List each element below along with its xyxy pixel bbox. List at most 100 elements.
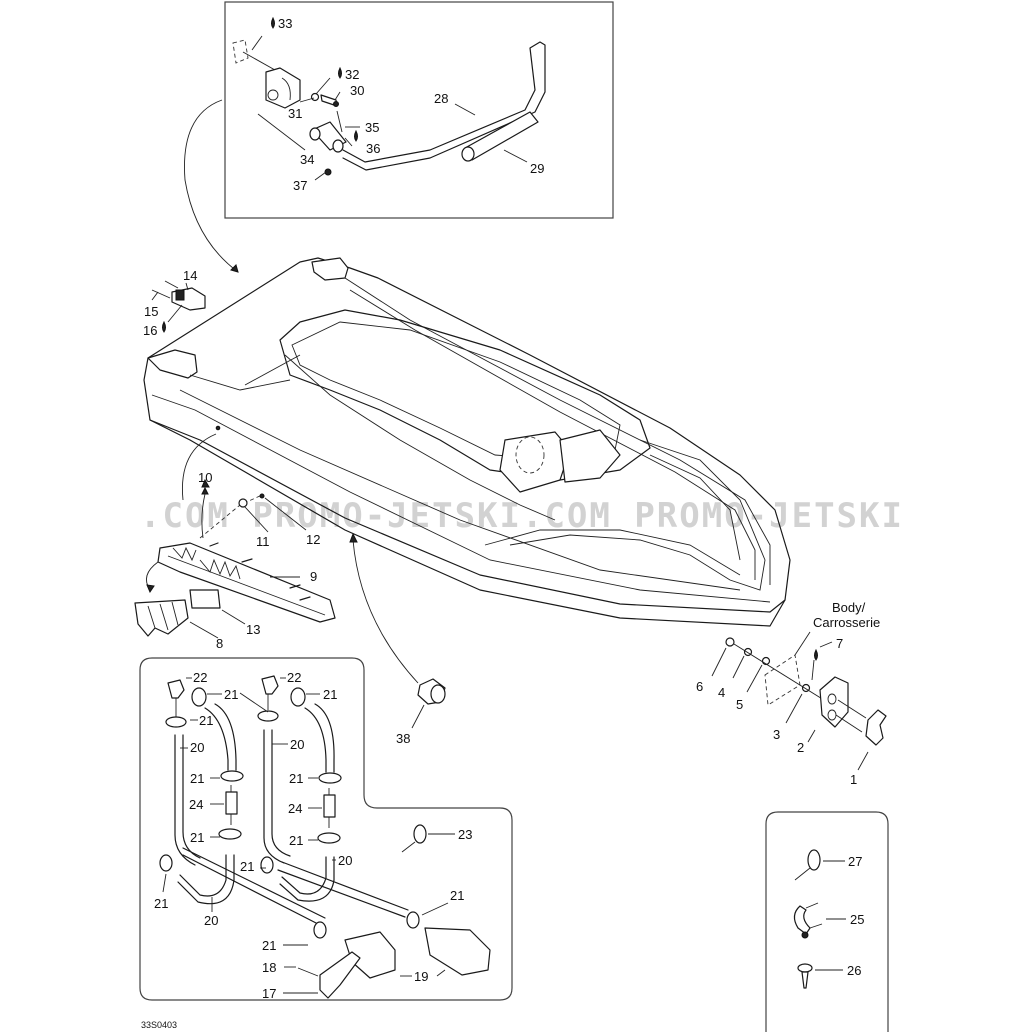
callout-12: 12 [306, 532, 320, 547]
bracket-hole [267, 89, 279, 101]
callout-21: 21 [199, 713, 213, 728]
callout-18: 18 [262, 960, 276, 975]
callout-20: 20 [338, 853, 352, 868]
leader-6 [711, 647, 727, 677]
clamp-21 [159, 854, 173, 872]
callout-7: 7 [836, 636, 843, 651]
clamp-21 [191, 687, 207, 707]
handle-base-2 [819, 676, 849, 728]
washer-11 [238, 498, 248, 508]
clamp-21 [165, 716, 187, 728]
leader-7 [819, 641, 833, 648]
leader-4 [732, 655, 745, 679]
nose-panel [509, 439, 766, 591]
drop-icon [201, 486, 209, 495]
vent [199, 558, 241, 580]
callout-25: 25 [850, 912, 864, 927]
leader-11 [244, 506, 269, 533]
clamp-21 [317, 832, 341, 844]
leader-37 [314, 171, 327, 181]
footwell-line [244, 354, 301, 386]
arrow-curve [181, 433, 217, 501]
body-label-line2: Carrosserie [813, 615, 880, 630]
arrow-icon [230, 264, 239, 273]
callout-13: 13 [246, 622, 260, 637]
clamp-21 [290, 687, 306, 707]
sponson-edge [167, 555, 326, 616]
tow-eye-dark [175, 289, 185, 301]
callout-37: 37 [293, 178, 307, 193]
leader-8 [189, 621, 219, 639]
callout-33: 33 [278, 16, 292, 31]
attach-point [215, 425, 221, 431]
callout-31: 31 [288, 106, 302, 121]
callout-21: 21 [190, 830, 204, 845]
callout-27: 27 [848, 854, 862, 869]
callout-23: 23 [458, 827, 472, 842]
leader-38 [411, 704, 425, 729]
clamp-end [309, 127, 321, 141]
drop-icon [354, 129, 358, 142]
stud [289, 584, 301, 589]
inset-frame [224, 1, 614, 219]
callout-14: 14 [183, 268, 197, 283]
mount-plate-outline [232, 39, 249, 64]
leader-1 [857, 751, 869, 771]
hose-20-right-b [271, 729, 291, 857]
leader-21 [162, 873, 167, 893]
leader-36 [344, 137, 353, 147]
leader-12 [264, 497, 307, 531]
leader-29 [503, 149, 528, 163]
inset-frame [139, 657, 513, 1001]
handle-1 [865, 709, 887, 746]
hose-inset-box: 22 22 21 21 21 20 20 21 21 24 24 21 21 2… [139, 657, 513, 1001]
callout-21: 21 [289, 771, 303, 786]
callout-3: 3 [773, 727, 780, 742]
plate-13 [189, 589, 221, 609]
callout-17: 17 [262, 986, 276, 1001]
callout-21: 21 [240, 859, 254, 874]
callout-8: 8 [216, 636, 223, 651]
leader-16 [167, 304, 183, 323]
seat-side [284, 354, 556, 521]
grip-end [461, 146, 475, 162]
callout-1: 1 [850, 772, 857, 787]
vent-19 [424, 927, 491, 976]
tow-eye-assembly: 14 15 16 [143, 268, 206, 338]
grate-ribs [147, 601, 179, 631]
callout-15: 15 [144, 304, 158, 319]
rear-right-tab [311, 257, 349, 281]
leader-30 [334, 91, 341, 101]
hull-body [143, 257, 791, 627]
nut-6 [725, 637, 735, 647]
callout-21: 21 [224, 687, 238, 702]
diagram-code: 33S0403 [141, 1020, 177, 1030]
grip [464, 111, 539, 161]
clamp-end2 [332, 139, 344, 153]
callout-9: 9 [310, 569, 317, 584]
screw [164, 280, 179, 289]
callout-21: 21 [154, 896, 168, 911]
callout-16: 16 [143, 323, 157, 338]
leader-14 [185, 282, 189, 291]
leader-21 [239, 692, 269, 713]
drop-icon [162, 320, 166, 333]
clamp-21 [220, 770, 244, 782]
callout-38: 38 [396, 731, 410, 746]
hose-20-left-b [182, 734, 201, 859]
screws [835, 699, 867, 733]
clamp-21 [313, 921, 327, 939]
leader-31 [299, 97, 315, 103]
console-dashed [515, 436, 545, 474]
console-block [559, 429, 621, 483]
hull-outline [143, 257, 791, 613]
inset-arrow [184, 99, 239, 273]
callout-11: 11 [256, 534, 270, 549]
vent [172, 546, 197, 562]
screw-18 [297, 967, 319, 977]
callout-22: 22 [287, 670, 301, 685]
clamp-21 [260, 856, 274, 874]
screw-26-shank [801, 971, 809, 989]
hose-20-left [174, 734, 196, 866]
inset-frame [765, 811, 889, 1032]
